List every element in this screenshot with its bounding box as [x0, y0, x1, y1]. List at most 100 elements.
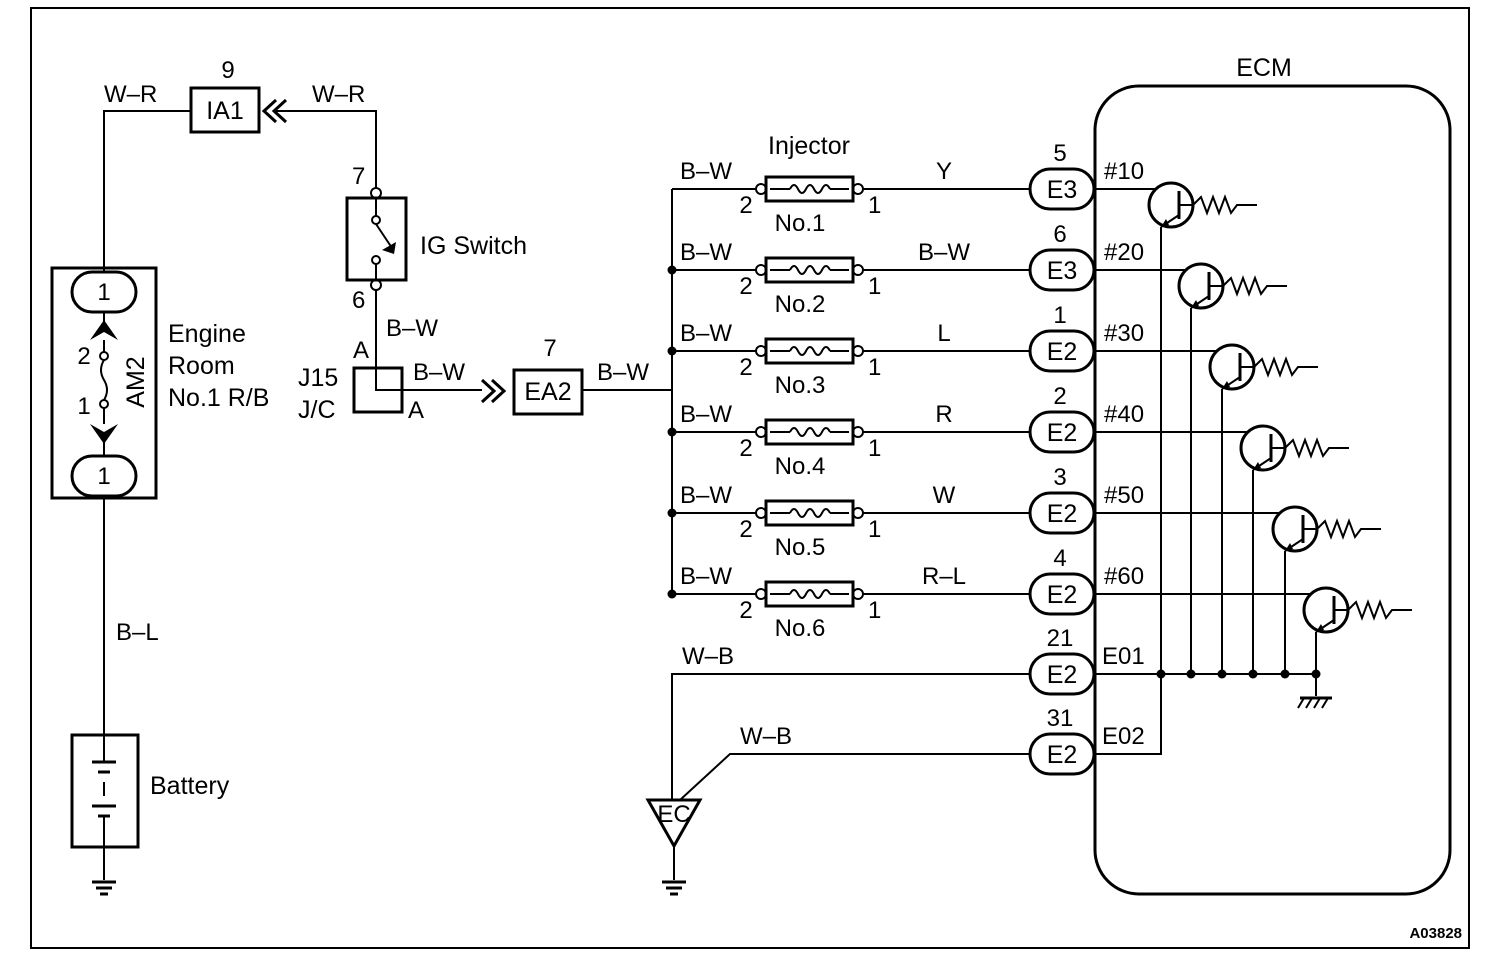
ground-connector-label: E2 — [1047, 661, 1078, 689]
injector-wire-color: W — [933, 482, 956, 509]
ecm-ground-icon — [1297, 696, 1332, 709]
injector-feed-wire-label: B–W — [680, 401, 732, 428]
ecm-terminal-label: #30 — [1104, 320, 1144, 347]
injector-name: No.2 — [775, 291, 826, 318]
relay-box-name-2: Room — [168, 352, 235, 380]
injector-pin-in: 2 — [739, 273, 752, 300]
ecm-transistors — [1094, 181, 1412, 679]
ea2-connector — [512, 368, 584, 416]
ecm-box — [1093, 84, 1452, 896]
resistor-icon — [1222, 275, 1287, 297]
injector-feed-wire-label: B–W — [680, 482, 732, 509]
driver-transistor-icon — [1094, 343, 1318, 679]
ground-terminal-label: E01 — [1102, 643, 1145, 670]
resistor-icon — [1316, 518, 1381, 540]
ground-pin-number: 31 — [1047, 705, 1074, 732]
ecm-pin-number: 6 — [1053, 221, 1066, 248]
ec-ground-point-icon — [645, 798, 703, 850]
jc-pin-top: A — [353, 337, 369, 364]
injector-name: No.3 — [775, 372, 826, 399]
ea2-pin: 7 — [543, 335, 556, 362]
injector-coil-icon — [789, 508, 831, 518]
ecm-terminal-label: #40 — [1104, 401, 1144, 428]
wire-label-ig-down: B–W — [386, 315, 438, 342]
injector-pin-out: 1 — [868, 435, 881, 462]
ecm-pin-number: 5 — [1053, 140, 1066, 167]
injector-coil-icon — [789, 265, 831, 275]
ia1-connector — [189, 86, 261, 134]
ecm-title: ECM — [1236, 54, 1292, 82]
wire-label-w-r-right: W–R — [312, 81, 365, 108]
injector-wire-color: Y — [936, 158, 952, 185]
ecm-pin-number: 2 — [1053, 383, 1066, 410]
injector-name: No.4 — [775, 453, 826, 480]
driver-transistor-icon — [1094, 505, 1381, 679]
relay-pin-top-label: 1 — [97, 279, 110, 306]
ecm-terminal-label: #10 — [1104, 158, 1144, 185]
relay-box-name-3: No.1 R/B — [168, 384, 269, 412]
injector-wire-color: R–L — [922, 563, 966, 590]
resistor-icon — [1192, 194, 1257, 216]
ig-pin-top: 7 — [352, 163, 365, 190]
jc-name: J15 — [298, 364, 338, 392]
ecm-connector-label: E2 — [1047, 338, 1078, 366]
wire-label-b-l: B–L — [116, 619, 159, 646]
injector-feed-wire-label: B–W — [680, 563, 732, 590]
switch-lever-icon — [375, 223, 393, 249]
injector-pin-out: 1 — [868, 597, 881, 624]
injector-wire-color: L — [937, 320, 950, 347]
ecm-pin-number: 4 — [1053, 545, 1066, 572]
ecm-connector-label: E3 — [1047, 257, 1078, 285]
injector-pin-in: 2 — [739, 597, 752, 624]
driver-transistor-icon — [1094, 586, 1412, 679]
figure-code: A03828 — [1409, 925, 1462, 942]
ecm-terminal-label: #50 — [1104, 482, 1144, 509]
injector-coil-icon — [789, 427, 831, 437]
ia1-pin: 9 — [221, 57, 234, 84]
ecm-pin-number: 1 — [1053, 302, 1066, 329]
connector-arrow-ea2 — [480, 378, 507, 404]
driver-transistor-icon — [1094, 181, 1257, 679]
ia1-label: IA1 — [206, 97, 244, 125]
ea2-label: EA2 — [524, 378, 571, 406]
injector-wire-color: R — [935, 401, 952, 428]
ec-label: EC — [657, 801, 690, 828]
injector-coil-icon — [789, 589, 831, 599]
injector-pin-in: 2 — [739, 435, 752, 462]
relay-box-section: W–R 1 1 2 1 AM2 Engine Room No.1 R/B B–L — [50, 81, 269, 896]
battery-ground-icon — [92, 880, 116, 896]
ecm-pin-number: 3 — [1053, 464, 1066, 491]
injector-pin-in: 2 — [739, 516, 752, 543]
injector-pin-out: 1 — [868, 273, 881, 300]
fuse-pin-bottom: 1 — [77, 393, 90, 420]
injector-name: No.1 — [775, 210, 826, 237]
ecm-connector-label: E3 — [1047, 176, 1078, 204]
fuse-pin-top: 2 — [77, 343, 90, 370]
ignition-section: 9 IA1 W–R 7 IG Switch 6 B–W A A J15 J/C … — [189, 57, 672, 424]
injector-name: No.6 — [775, 615, 826, 642]
injector-pin-out: 1 — [868, 354, 881, 381]
wire-label-ground-2: W–B — [740, 723, 792, 750]
connector-arrow-ia1 — [261, 98, 288, 124]
driver-transistor-icon — [1094, 262, 1287, 679]
injector-feed-wire-label: B–W — [680, 320, 732, 347]
ecm-terminal-label: #20 — [1104, 239, 1144, 266]
resistor-icon — [1284, 437, 1349, 459]
fuse-label: AM2 — [122, 356, 150, 407]
ecm-connector-label: E2 — [1047, 500, 1078, 528]
battery-label: Battery — [150, 772, 230, 800]
ecm-connector-label: E2 — [1047, 581, 1078, 609]
injector-coil-icon — [789, 346, 831, 356]
injector-pin-in: 2 — [739, 192, 752, 219]
ground-terminal-label: E02 — [1102, 723, 1145, 750]
wire-label-jc: B–W — [413, 359, 465, 386]
